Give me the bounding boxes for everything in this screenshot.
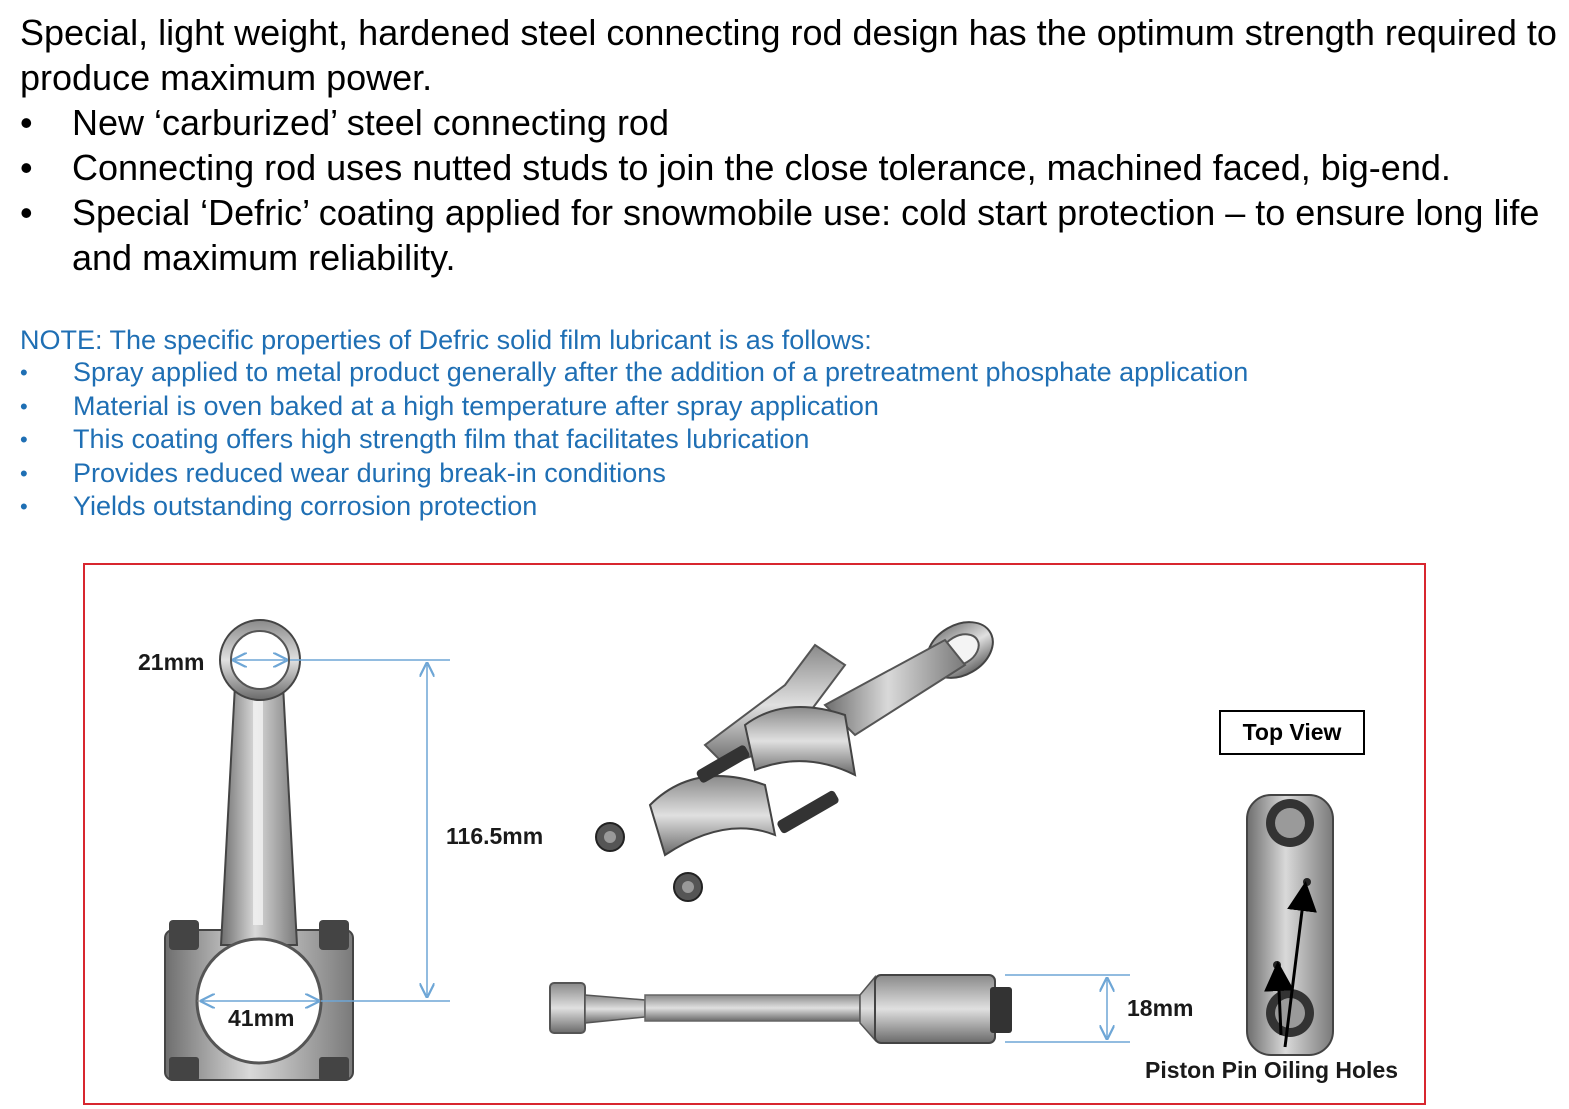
bullet-icon: • [20, 427, 28, 453]
bullet-icon: • [20, 147, 33, 188]
note-title: NOTE: The specific properties of Defric … [20, 325, 872, 355]
list-item-text: New ‘carburized’ steel connecting rod [72, 102, 669, 143]
list-item: • New ‘carburized’ steel connecting rod [20, 100, 1560, 145]
dimension-length: 116.5mm [446, 823, 544, 849]
top-view-label: Top View [1219, 710, 1365, 755]
list-item: • Provides reduced wear during break-in c… [20, 457, 1520, 491]
list-item-text: Connecting rod uses nutted studs to join… [72, 147, 1451, 188]
dimension-width: 18mm [1127, 995, 1194, 1021]
connecting-rod-figure: 21mm 116.5mm 41mm 18mm Top View Piston P… [83, 563, 1426, 1105]
list-item: • This coating offers high strength film … [20, 423, 1520, 457]
width-dimension [1005, 974, 1130, 1043]
list-item-text: Material is oven baked at a high tempera… [73, 390, 879, 421]
list-item: • Material is oven baked at a high temper… [20, 390, 1520, 424]
bullet-icon: • [20, 494, 28, 520]
exploded-view-rod [595, 621, 994, 902]
list-item-text: Special ‘Defric’ coating applied for sno… [72, 192, 1540, 278]
feature-list: • New ‘carburized’ steel connecting rod •… [20, 100, 1560, 280]
list-item-text: Provides reduced wear during break-in co… [73, 457, 666, 488]
list-item: • Spray applied to metal product generall… [20, 356, 1520, 390]
list-item: • Yields outstanding corrosion protection [20, 490, 1520, 524]
dimension-small-end: 21mm [138, 649, 205, 675]
connecting-rod-illustration [164, 619, 1334, 1081]
dimension-big-end: 41mm [228, 1005, 295, 1031]
list-item-text: Spray applied to metal product generally… [73, 357, 1249, 387]
bullet-icon: • [20, 360, 28, 385]
top-view-rod [1246, 794, 1334, 1056]
note-list: • Spray applied to metal product generall… [20, 356, 1520, 524]
intro-paragraph: Special, light weight, hardened steel co… [20, 12, 1557, 98]
dimension-lines [203, 660, 450, 1001]
bullet-icon: • [20, 393, 28, 419]
bullet-icon: • [20, 102, 33, 143]
side-view-rod [549, 974, 1012, 1044]
bullet-icon: • [20, 192, 33, 233]
list-item-text: Yields outstanding corrosion protection [73, 491, 538, 522]
oiling-holes-label: Piston Pin Oiling Holes [1145, 1057, 1399, 1083]
list-item: • Special ‘Defric’ coating applied for sn… [20, 190, 1560, 280]
list-item: • Connecting rod uses nutted studs to joi… [20, 145, 1560, 190]
list-item-text: This coating offers high strength film t… [73, 424, 810, 455]
bullet-icon: • [20, 460, 28, 486]
